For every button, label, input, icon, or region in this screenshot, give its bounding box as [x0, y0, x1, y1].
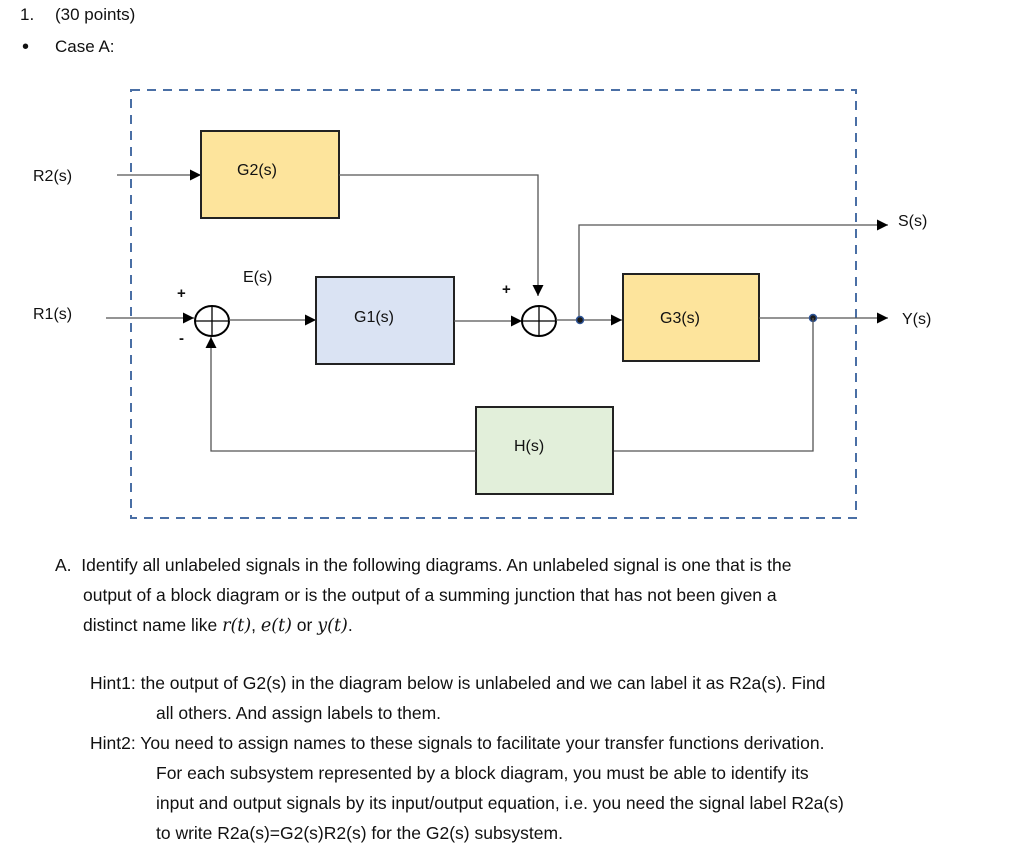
question-a: A. Identify all unlabeled signals in the…: [55, 550, 791, 641]
problem-points: (30 points): [55, 5, 136, 24]
pickoff-point-s: [575, 315, 585, 325]
hint-1-line-1: the output of G2(s) in the diagram below…: [140, 673, 826, 693]
case-label: Case A:: [55, 37, 115, 56]
comma: ,: [251, 615, 261, 635]
question-line-3: distinct name like: [83, 615, 223, 635]
period: .: [347, 615, 353, 635]
question-line-2: output of a block diagram or is the outp…: [83, 585, 777, 605]
g1-block: [315, 276, 455, 365]
r1-input-label: R1(s): [33, 306, 73, 323]
h-label: H(s): [514, 438, 545, 455]
hint-2: Hint2: You need to assign names to these…: [90, 728, 844, 848]
feedback-line-right: [613, 318, 814, 452]
block-diagram: [106, 89, 888, 519]
or-text: or: [291, 615, 318, 635]
hint-2-line-2: For each subsystem represented by a bloc…: [156, 763, 809, 783]
problem-number: 1.: [20, 5, 35, 24]
hint-2-line-4: to write R2a(s)=G2(s)R2(s) for the G2(s)…: [156, 823, 563, 843]
question-label: A.: [55, 555, 72, 575]
summing-junction-1: [194, 305, 230, 337]
g3-block: [622, 273, 760, 362]
s-output-label: S(s): [898, 213, 928, 230]
summing-junction-2: [521, 305, 557, 337]
hint-1-line-2: all others. And assign labels to them.: [156, 703, 442, 723]
junction1-minus-sign: -: [179, 330, 184, 347]
g2-block: [200, 130, 340, 219]
error-signal-label: E(s): [243, 269, 273, 286]
s-output-line: [578, 219, 888, 320]
g2-label: G2(s): [237, 162, 277, 179]
hint-2-label: Hint2:: [90, 733, 136, 753]
g1-label: G1(s): [354, 309, 394, 326]
g2-output-line: [339, 174, 544, 296]
junction2-plus-sign: +: [502, 281, 511, 298]
math-r-t: r(t): [222, 616, 252, 636]
hint-1: Hint1: the output of G2(s) in the diagra…: [90, 668, 825, 728]
junction1-plus-sign: +: [177, 285, 186, 302]
h-block: [475, 406, 614, 495]
r2-input-label: R2(s): [33, 168, 73, 185]
math-e-t: e(t): [260, 616, 292, 636]
y-output-label: Y(s): [902, 311, 932, 328]
hint-2-line-3: input and output signals by its input/ou…: [156, 793, 844, 813]
g3-label: G3(s): [660, 310, 700, 327]
hint-2-line-1: You need to assign names to these signal…: [140, 733, 825, 753]
bullet: •: [22, 36, 30, 58]
math-y-t: y(t): [317, 616, 348, 636]
hint-1-label: Hint1:: [90, 673, 136, 693]
feedback-line-left: [205, 337, 476, 452]
question-line-1: Identify all unlabeled signals in the fo…: [81, 555, 792, 575]
